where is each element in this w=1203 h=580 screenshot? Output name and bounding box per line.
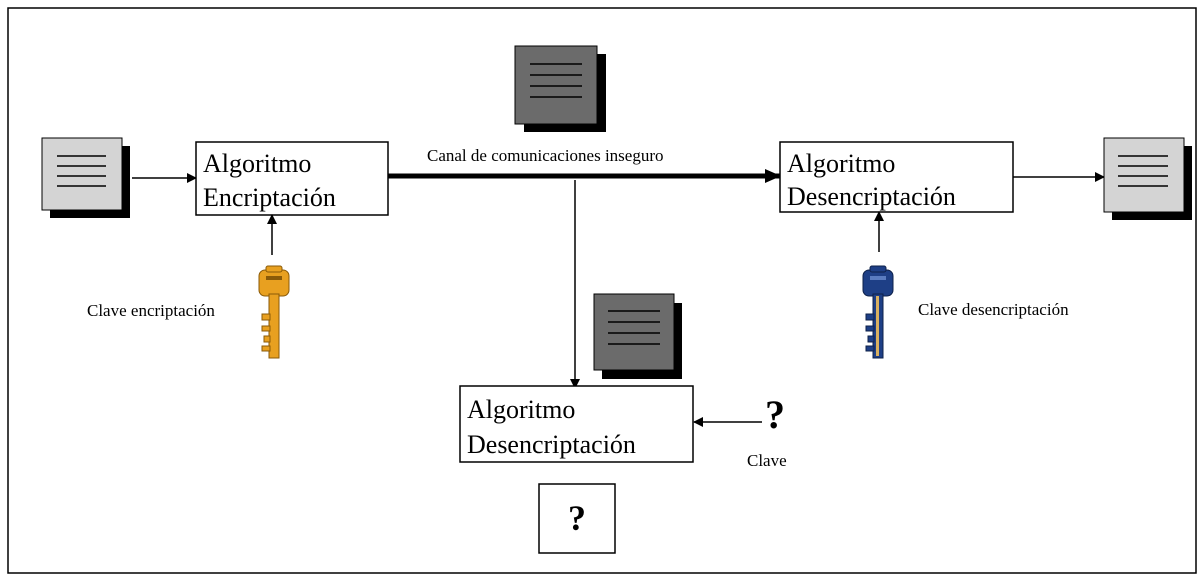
attacker-box-line2: Desencriptación — [467, 430, 636, 459]
output-plaintext-document-icon — [1103, 137, 1192, 220]
unknown-result-box: ? — [538, 483, 616, 554]
unknown-key-mark: ? — [765, 392, 785, 437]
encrypt-box-line2: Encriptación — [203, 183, 336, 212]
decrypt-box-line2: Desencriptación — [787, 182, 956, 211]
unknown-result-mark: ? — [568, 498, 586, 538]
encrypt-key-icon — [258, 265, 290, 359]
attacker-box-line1: Algoritmo — [467, 395, 575, 424]
intercepted-ciphertext-document-icon — [593, 293, 682, 379]
encrypt-algorithm-box: Algoritmo Encriptación — [195, 141, 389, 216]
decrypt-box-line1: Algoritmo — [787, 149, 895, 178]
output-plaintext-fill — [1103, 137, 1185, 213]
decrypt-key-icon — [862, 265, 894, 359]
intercepted-ciphertext-fill — [593, 293, 675, 371]
ciphertext-document-icon — [514, 45, 606, 132]
attacker-decrypt-box: Algoritmo Desencriptación — [459, 385, 694, 463]
diagram-frame — [7, 7, 1197, 574]
encrypt-box-line1: Algoritmo — [203, 149, 311, 178]
encrypt-key-label: Clave encriptación — [87, 301, 215, 320]
ciphertext-document-fill — [514, 45, 598, 125]
insecure-channel-label: Canal de comunicaciones inseguro — [427, 146, 664, 165]
unknown-key-label: Clave — [747, 451, 787, 470]
decrypt-key-label: Clave desencriptación — [918, 300, 1069, 319]
plaintext-document-fill — [41, 137, 123, 211]
decrypt-algorithm-box: Algoritmo Desencriptación — [779, 141, 1014, 213]
plaintext-document-icon — [41, 137, 130, 218]
